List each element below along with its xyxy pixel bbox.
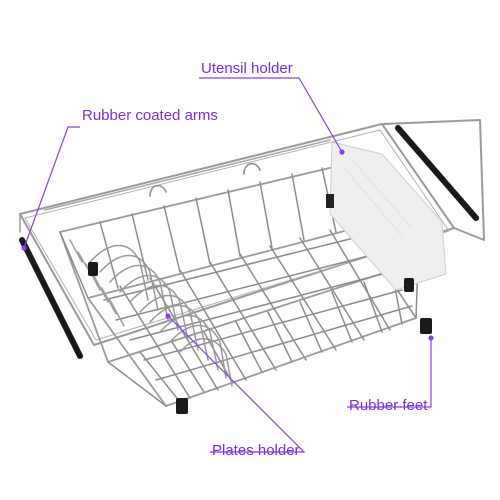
side-prongs [69, 239, 125, 327]
leader-feet [347, 338, 432, 408]
callout-leaders [21, 77, 434, 453]
rubber-feet-label: Rubber feet [349, 397, 428, 414]
rubber-arms [19, 125, 479, 359]
leader-plates [167, 315, 306, 453]
rubber-coated-arms-label: Rubber coated arms [82, 107, 218, 124]
top-frame [19, 119, 485, 346]
leader-arms [23, 126, 80, 249]
plate-prongs [89, 244, 233, 387]
utensil-holder-label: Utensil holder [201, 60, 293, 77]
rubber-feet [88, 262, 432, 414]
leader-utensil [199, 77, 343, 153]
plates-holder-label: Plates holder [212, 442, 300, 459]
utensil-holder-panel [326, 141, 447, 291]
